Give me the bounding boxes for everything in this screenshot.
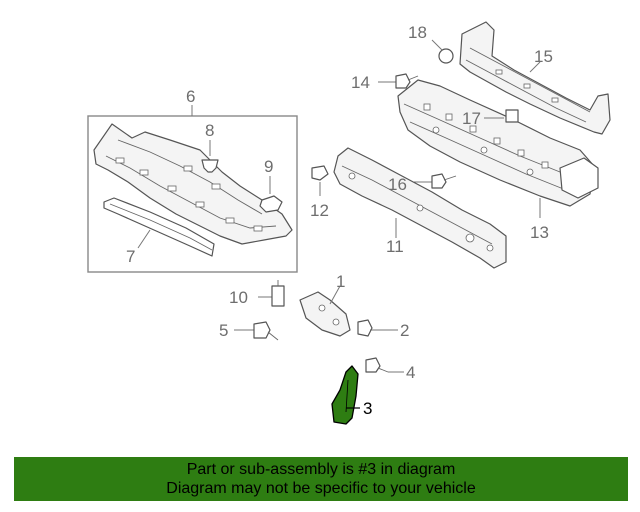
- callout-12: 12: [310, 201, 329, 220]
- callout-2: 2: [400, 321, 409, 340]
- callout-4: 4: [406, 363, 415, 382]
- part-14-bolt: [378, 73, 419, 89]
- callout-18: 18: [408, 23, 427, 42]
- parts-diagram: 1 2 3 4 5 6 7 8 9 10 11 12 13 14 15 16 1…: [87, 21, 611, 425]
- part-16-bolt: [414, 173, 457, 189]
- part-17-pad: [484, 109, 519, 123]
- part-11-energy-absorber: [333, 147, 507, 269]
- part-15-reinforcement: [459, 21, 611, 135]
- part-10-bolt: [258, 280, 285, 307]
- callout-3: 3: [363, 399, 372, 418]
- callout-17: 17: [462, 109, 481, 128]
- callout-7: 7: [126, 247, 135, 266]
- callout-10: 10: [229, 288, 248, 307]
- part-8-push-clip: [201, 140, 219, 173]
- part-12-clip: [311, 165, 329, 196]
- callout-9: 9: [264, 157, 273, 176]
- callout-15: 15: [534, 47, 553, 66]
- part-2-bolt: [357, 319, 398, 337]
- banner-line-2: Diagram may not be specific to your vehi…: [166, 480, 476, 497]
- part-1-bracket: [299, 285, 351, 337]
- callout-16: 16: [388, 175, 407, 194]
- part-7-lower-cover: [93, 123, 293, 257]
- callout-11: 11: [386, 237, 404, 256]
- callout-1: 1: [336, 272, 345, 291]
- callout-5: 5: [219, 321, 228, 340]
- banner-line-1: Part or sub-assembly is #3 in diagram: [186, 461, 456, 478]
- part-5-bolt: [234, 321, 279, 341]
- part-9-clip-nut: [259, 176, 283, 213]
- part-13-bumper-beam: [397, 79, 599, 218]
- part-3-bracket-highlighted: [331, 365, 360, 425]
- part-4-bolt: [365, 357, 404, 373]
- callout-13: 13: [530, 223, 549, 242]
- part-18-clip: [431, 39, 454, 64]
- callout-14: 14: [351, 73, 370, 92]
- callout-8: 8: [205, 121, 214, 140]
- part-info-banner: Part or sub-assembly is #3 in diagram Di…: [14, 457, 628, 501]
- callout-6: 6: [186, 87, 195, 106]
